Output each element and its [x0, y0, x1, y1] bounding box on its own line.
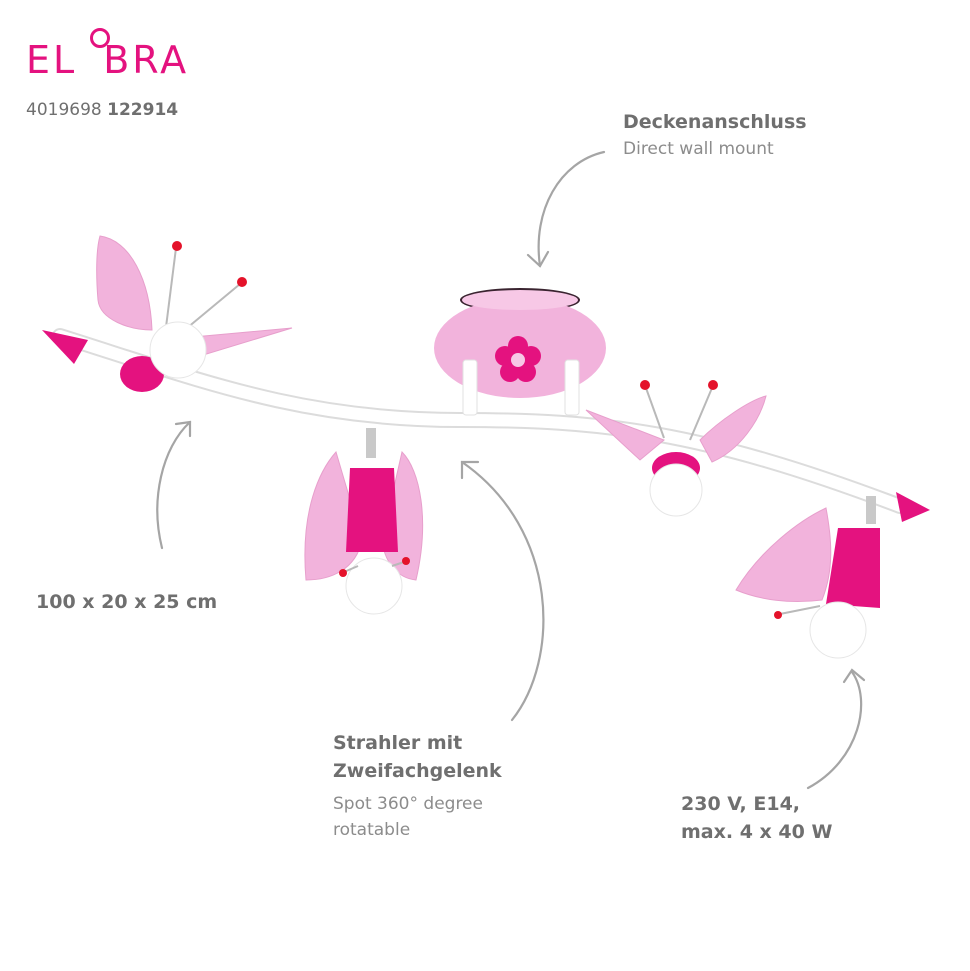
lamp-2 [304, 428, 424, 615]
ceiling-canopy [434, 288, 606, 416]
lamp-3 [585, 380, 767, 517]
spot-subtitle-line1: Spot 360° degree [333, 794, 483, 814]
dimensions-text: 100 x 20 x 25 cm [36, 591, 218, 613]
electrical-line2: max. 4 x 40 W [681, 821, 833, 843]
flower-icon [495, 336, 541, 382]
annotation-dimensions: 100 x 20 x 25 cm [36, 588, 217, 616]
arrowhead-spot [460, 460, 480, 480]
lamp-4 [735, 496, 880, 659]
article-number: 4019698 122914 [26, 100, 178, 120]
annotation-ceiling: Deckenanschluss Direct wall mount [623, 108, 807, 162]
annotation-spot: Strahler mit Zweifachgelenk Spot 360° de… [333, 729, 502, 843]
arrow-electrical [806, 670, 863, 790]
arrow-dimensions [156, 420, 192, 550]
lamp-1 [96, 235, 293, 392]
spot-subtitle-line2: rotatable [333, 820, 411, 840]
arrow-spot [460, 460, 545, 722]
arrowhead-dimensions [174, 420, 192, 438]
spot-title-line1: Strahler mit [333, 732, 463, 754]
arrowhead-electrical [842, 668, 866, 684]
spot-title-line2: Zweifachgelenk [333, 760, 502, 782]
electrical-line1: 230 V, E14, [681, 793, 801, 815]
ceiling-title: Deckenanschluss [623, 111, 807, 133]
arrow-tip-left [42, 330, 88, 364]
logo-o-ring [90, 28, 110, 48]
annotation-electrical: 230 V, E14, max. 4 x 40 W [681, 790, 832, 846]
article-code: 122914 [107, 100, 179, 120]
arrowhead-ceiling [526, 250, 550, 268]
arrow-tip-right [896, 492, 930, 522]
annotation-arrows [156, 150, 866, 790]
article-prefix: 4019698 [26, 100, 102, 120]
arrow-ceiling [537, 150, 606, 268]
ceiling-subtitle: Direct wall mount [623, 139, 774, 159]
